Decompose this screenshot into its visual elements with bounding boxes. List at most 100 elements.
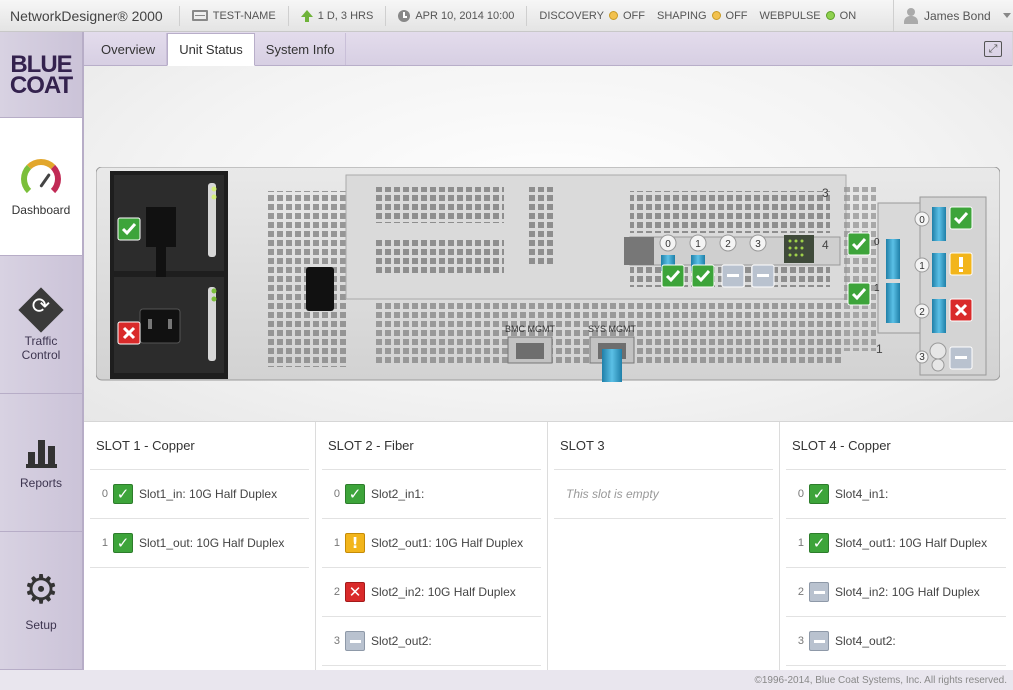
slot-title: SLOT 2 - Fiber — [322, 422, 541, 470]
right-port-1-label: 1 — [919, 261, 925, 272]
status-ok-icon: ✓ — [113, 484, 133, 504]
status-ok-icon: ✓ — [809, 484, 829, 504]
bar-chart-icon — [25, 436, 57, 468]
expand-icon[interactable]: ⤢ — [984, 41, 1002, 57]
port-row[interactable]: 2 ✕ Slot2_in2: 10G Half Duplex — [322, 568, 541, 617]
discovery-label: DISCOVERY — [539, 9, 604, 22]
fiber-port-0-status-icon — [847, 232, 871, 256]
sidebar-item-label: Traffic Control — [21, 333, 61, 362]
port-text: Slot2_in1: — [371, 487, 425, 501]
uptime-arrow-icon — [300, 10, 313, 22]
webpulse-label: WEBPULSE — [759, 9, 821, 22]
right-port-0-status-icon — [949, 206, 973, 230]
slot-title: SLOT 4 - Copper — [786, 422, 1006, 470]
sidebar-item-label: Reports — [19, 475, 63, 490]
divider — [287, 5, 289, 26]
port-index: 1 — [101, 537, 108, 549]
slot3-port-3-status-icon — [751, 264, 775, 288]
slot-number-1: 1 — [876, 342, 883, 356]
server-icon — [191, 10, 208, 21]
right-port-2-label: 2 — [919, 307, 925, 318]
slot-title: SLOT 1 - Copper — [90, 422, 309, 470]
psu-2-status-icon — [117, 321, 141, 345]
sidebar: BLUE COAT Dashboard Traffic Control Repo… — [0, 32, 83, 670]
tab-overview[interactable]: Overview — [90, 33, 168, 65]
uptime-status: 1 D, 3 HRS — [295, 10, 380, 22]
port-index: 0 — [797, 488, 804, 500]
uptime: 1 D, 3 HRS — [317, 9, 374, 22]
sidebar-item-dashboard[interactable]: Dashboard — [0, 118, 82, 256]
slot3-port-0-label: 0 — [665, 239, 671, 250]
port-index: 0 — [333, 488, 340, 500]
port-row[interactable]: 0 ✓ Slot2_in1: — [322, 470, 541, 519]
port-text: Slot4_in1: — [835, 487, 889, 501]
port-row[interactable]: 1 ✓ Slot1_out: 10G Half Duplex — [90, 519, 309, 568]
slot3-port-2-label: 2 — [725, 239, 731, 250]
right-port-1-status-icon — [949, 252, 973, 276]
datetime-status: APR 10, 2014 10:00 — [392, 9, 520, 22]
port-index: 1 — [333, 537, 340, 549]
gauge-icon — [19, 157, 63, 199]
bmc-mgmt-label: BMC MGMT — [505, 324, 555, 334]
divider — [526, 5, 528, 26]
sidebar-item-label: Dashboard — [11, 202, 71, 217]
status-none-icon — [809, 631, 829, 651]
tab-system-info[interactable]: System Info — [255, 33, 347, 65]
port-row[interactable]: 0 ✓ Slot4_in1: — [786, 470, 1006, 519]
port-index: 1 — [797, 537, 804, 549]
sidebar-item-setup[interactable]: ⚙ Setup — [0, 532, 82, 670]
webpulse-on-dot-icon — [825, 11, 835, 20]
port-row[interactable]: 3 Slot2_out2: — [322, 617, 541, 666]
divider — [178, 5, 180, 26]
fiber-port-1-status-icon — [847, 282, 871, 306]
sidebar-item-traffic-control[interactable]: Traffic Control — [0, 256, 82, 394]
sidebar-item-reports[interactable]: Reports — [0, 394, 82, 532]
status-none-icon — [809, 582, 829, 602]
traffic-control-icon — [18, 286, 64, 333]
slot-title: SLOT 3 — [554, 422, 773, 470]
port-row[interactable]: 3 Slot4_out2: — [786, 617, 1006, 666]
main-panel: Overview Unit Status System Info ⤢ — [83, 32, 1013, 670]
psu-1-status-icon — [117, 217, 141, 241]
port-index: 0 — [101, 488, 108, 500]
port-row[interactable]: 1 ! Slot2_out1: 10G Half Duplex — [322, 519, 541, 568]
slot3-port-1-status-icon — [691, 264, 715, 288]
logo-line-2: COAT — [9, 71, 73, 99]
fiber-port-0-label: 0 — [874, 237, 880, 248]
port-index: 3 — [333, 635, 340, 647]
discovery-state: OFF — [623, 9, 645, 22]
slot3-port-1-label: 1 — [695, 239, 701, 250]
port-index: 2 — [333, 586, 340, 598]
user-icon — [904, 7, 918, 24]
slot-number-3: 3 — [822, 186, 829, 200]
device-back-panel: BMC MGMT SYS MGMT 3 4 1 0 1 2 3 — [96, 167, 1000, 382]
port-text: Slot2_in2: 10G Half Duplex — [371, 585, 516, 599]
blue-coat-logo: BLUE COAT — [0, 32, 82, 118]
slot-column: SLOT 2 - Fiber 0 ✓ Slot2_in1: 1 ! Slot2_… — [316, 422, 548, 670]
port-text: Slot1_out: 10G Half Duplex — [139, 536, 285, 550]
status-error-icon: ✕ — [345, 582, 365, 602]
device-view: BMC MGMT SYS MGMT 3 4 1 0 1 2 3 — [84, 66, 1013, 422]
right-port-3-label: 3 — [919, 352, 925, 363]
logo-line-1: BLUE — [10, 50, 72, 78]
shaping-status[interactable]: SHAPING OFF — [651, 10, 754, 22]
right-port-0-label: 0 — [919, 215, 925, 226]
port-text: Slot1_in: 10G Half Duplex — [139, 487, 278, 501]
tab-bar: Overview Unit Status System Info ⤢ — [84, 32, 1012, 66]
port-row[interactable]: 1 ✓ Slot4_out1: 10G Half Duplex — [786, 519, 1006, 568]
right-port-2-status-icon — [949, 298, 973, 322]
port-row[interactable]: 2 Slot4_in2: 10G Half Duplex — [786, 568, 1006, 617]
app-title: NetworkDesigner® 2000 — [10, 7, 163, 24]
status-warning-icon: ! — [345, 533, 365, 553]
slot3-port-3-label: 3 — [755, 239, 761, 250]
datetime: APR 10, 2014 10:00 — [415, 9, 515, 22]
chevron-down-icon — [1002, 13, 1011, 18]
tab-unit-status[interactable]: Unit Status — [167, 33, 255, 66]
divider — [385, 5, 387, 26]
right-port-3-status-icon — [949, 346, 973, 370]
port-row[interactable]: 0 ✓ Slot1_in: 10G Half Duplex — [90, 470, 309, 519]
slot3-port-0-status-icon — [661, 264, 685, 288]
user-menu[interactable]: James Bond — [893, 0, 1013, 31]
discovery-status[interactable]: DISCOVERY OFF — [533, 10, 651, 22]
webpulse-status[interactable]: WEBPULSE ON — [754, 10, 863, 22]
